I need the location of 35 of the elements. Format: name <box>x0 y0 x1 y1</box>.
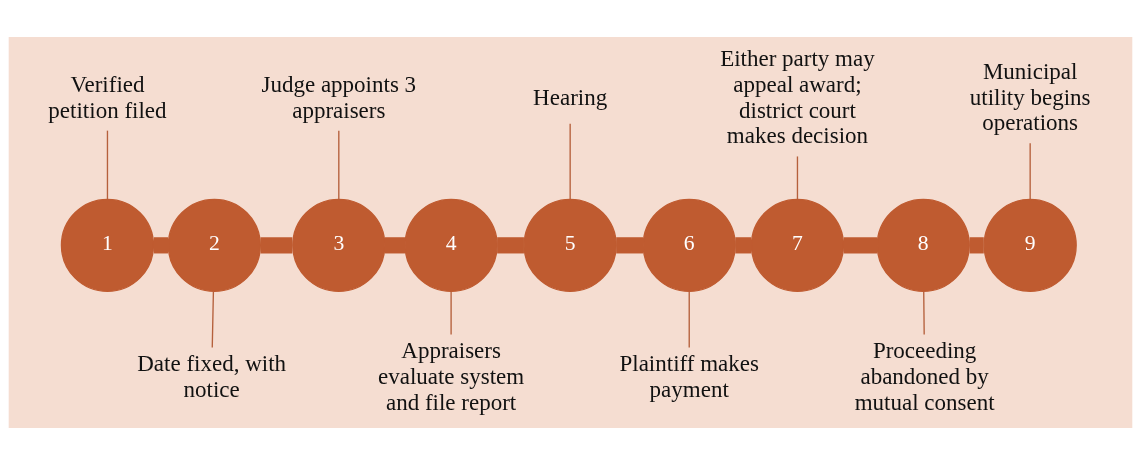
connector <box>616 236 643 253</box>
node-text: Proceeding abandoned by mutual consent <box>854 337 995 415</box>
connector <box>843 236 878 253</box>
connector <box>688 290 690 348</box>
node-text: Municipal utility begins operations <box>969 58 1091 135</box>
node-circle: 9 <box>983 198 1077 292</box>
connector <box>497 236 524 253</box>
connector <box>923 290 925 335</box>
node-text: Plaintiff makes payment <box>619 350 759 402</box>
node-text: Verified petition filed <box>48 71 167 123</box>
connector <box>450 290 452 335</box>
node-circle: 2 <box>167 198 261 292</box>
connector <box>106 129 109 200</box>
node-circle: 7 <box>750 198 845 292</box>
connector <box>260 236 293 253</box>
node-text: Judge appoints 3 appraisers <box>261 71 417 123</box>
connector <box>153 236 168 253</box>
connector <box>969 236 984 253</box>
node-text: Either party may appeal award; district court makes decision <box>720 45 875 148</box>
connector <box>569 122 571 200</box>
node-circle: 8 <box>876 198 970 292</box>
node-circle: 1 <box>60 198 155 292</box>
connector <box>384 236 406 253</box>
node-text: Hearing <box>533 84 608 110</box>
node-circle: 6 <box>642 198 736 292</box>
connector <box>338 129 340 200</box>
node-circle: 3 <box>292 198 386 292</box>
connector <box>735 236 752 253</box>
connector <box>796 155 799 200</box>
node-circle: 4 <box>404 198 498 292</box>
connector <box>211 290 215 348</box>
connector <box>1029 142 1031 200</box>
node-circle: 5 <box>523 198 617 292</box>
node-text: Appraisers evaluate system and file report <box>377 337 525 415</box>
node-text: Date fixed, with notice <box>137 350 287 402</box>
